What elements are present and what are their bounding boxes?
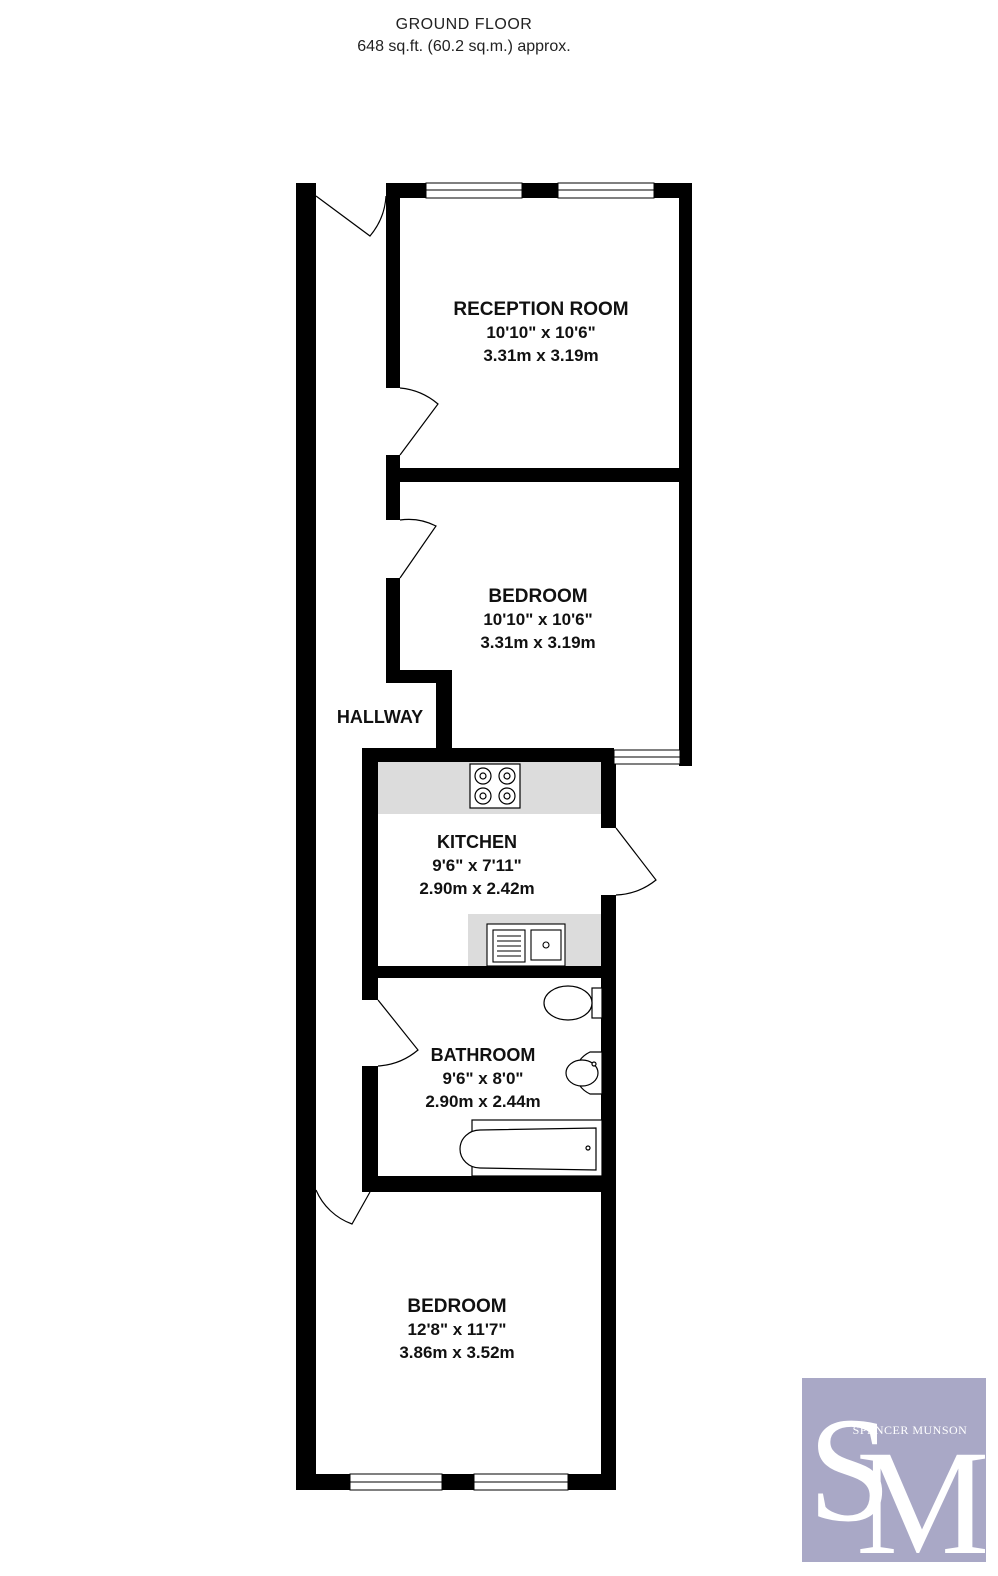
door-bedroom [399, 518, 437, 579]
svg-text:9'6" x 7'11": 9'6" x 7'11" [432, 856, 521, 875]
basin-icon [565, 1051, 603, 1095]
label-bathroom: BATHROOM 9'6" x 8'0" 2.90m x 2.44m [425, 1045, 540, 1111]
svg-text:HALLWAY: HALLWAY [337, 707, 423, 727]
hob-icon [469, 763, 521, 809]
label-hallway: HALLWAY [337, 707, 423, 727]
label-kitchen: KITCHEN 9'6" x 7'11" 2.90m x 2.42m [419, 832, 534, 898]
logo-text: SPENCER MUNSON [853, 1423, 968, 1437]
svg-text:12'8" x 11'7": 12'8" x 11'7" [408, 1320, 507, 1339]
door-entrance [315, 195, 387, 237]
toilet-icon [543, 985, 603, 1021]
svg-text:2.90m x 2.42m: 2.90m x 2.42m [419, 879, 534, 898]
doors [315, 195, 657, 1225]
door-bathroom [377, 999, 419, 1067]
logo-background [802, 1378, 986, 1562]
label-bedroom-2: BEDROOM 12'8" x 11'7" 3.86m x 3.52m [399, 1296, 514, 1362]
label-bedroom-1: BEDROOM 10'10" x 10'6" 3.31m x 3.19m [480, 586, 595, 652]
svg-text:10'10" x 10'6": 10'10" x 10'6" [483, 610, 592, 629]
brand-logo: S M SPENCER MUNSON [802, 1378, 989, 1576]
svg-text:BEDROOM: BEDROOM [488, 586, 587, 607]
door-reception [399, 387, 439, 456]
svg-text:KITCHEN: KITCHEN [437, 832, 517, 852]
svg-text:BEDROOM: BEDROOM [407, 1296, 506, 1317]
svg-text:BATHROOM: BATHROOM [431, 1045, 536, 1065]
svg-text:10'10" x 10'6": 10'10" x 10'6" [486, 323, 595, 342]
svg-text:3.86m x 3.52m: 3.86m x 3.52m [399, 1343, 514, 1362]
svg-text:3.31m x 3.19m: 3.31m x 3.19m [480, 633, 595, 652]
bathtub-icon [459, 1119, 603, 1177]
svg-text:RECEPTION ROOM: RECEPTION ROOM [453, 299, 628, 320]
windows [349, 182, 681, 1491]
svg-text:9'6" x 8'0": 9'6" x 8'0" [443, 1069, 524, 1088]
door-kitchen [615, 827, 657, 896]
floor-area: 648 sq.ft. (60.2 sq.m.) approx. [357, 38, 571, 55]
logo-monogram-s: S [808, 1387, 891, 1553]
floor-title: GROUND FLOOR [395, 16, 533, 33]
logo-monogram-m: M [856, 1420, 989, 1576]
sink-icon [486, 923, 566, 967]
door-bedroom-2 [315, 1189, 371, 1225]
label-reception-room: RECEPTION ROOM 10'10" x 10'6" 3.31m x 3.… [453, 299, 628, 365]
svg-text:2.90m x 2.44m: 2.90m x 2.44m [425, 1092, 540, 1111]
svg-text:3.31m x 3.19m: 3.31m x 3.19m [483, 346, 598, 365]
